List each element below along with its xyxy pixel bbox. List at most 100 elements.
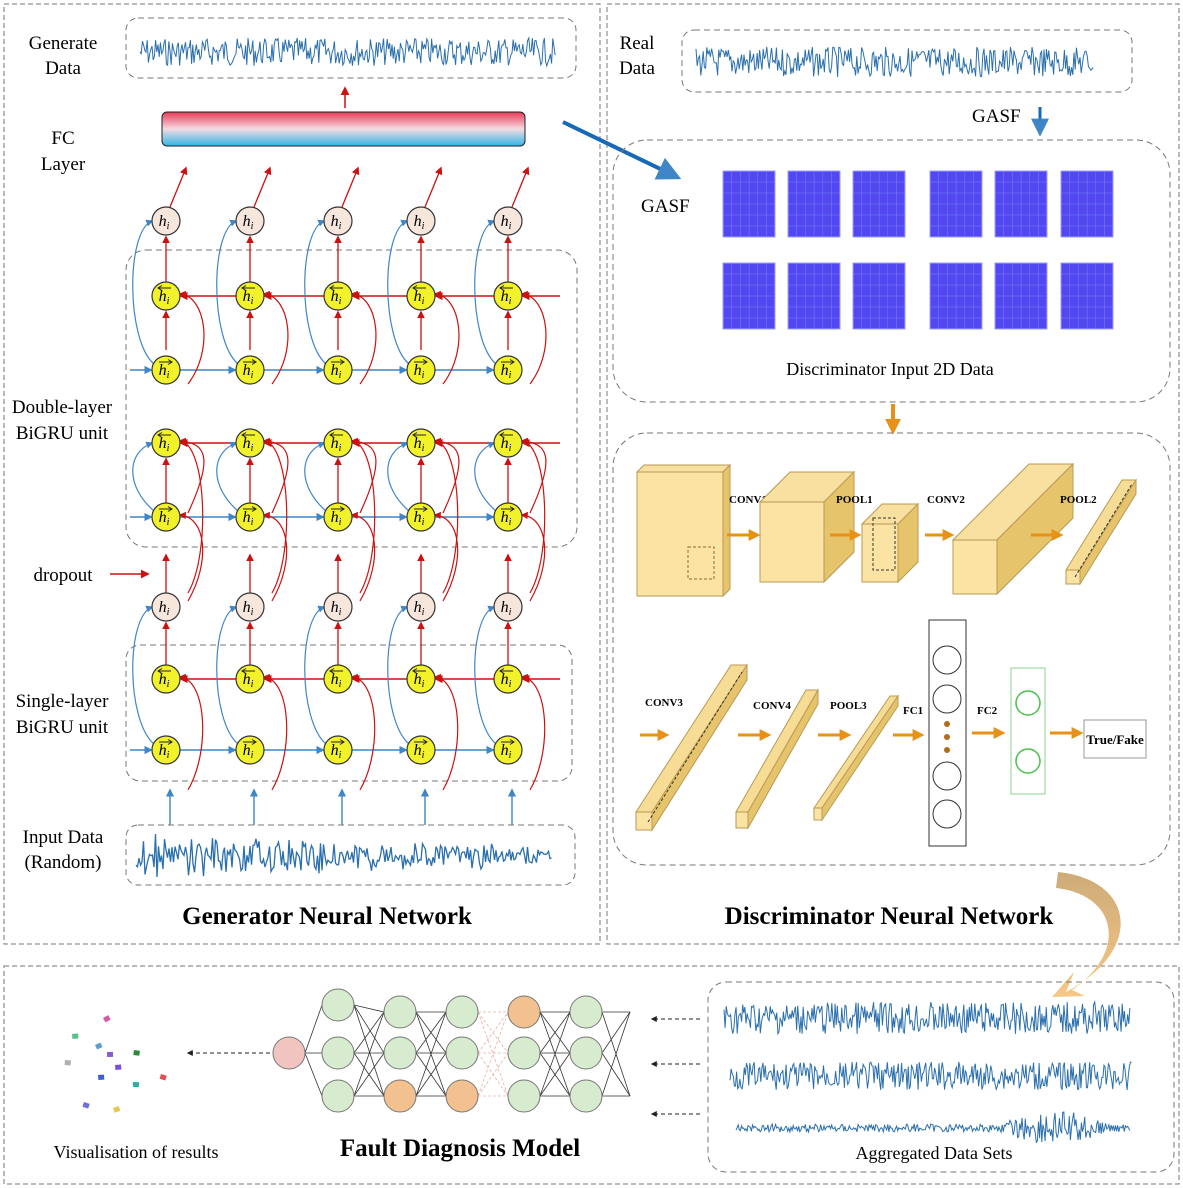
svg-text:hi: hi xyxy=(243,742,254,761)
backward-gru-node: hi xyxy=(406,664,436,694)
input-signal xyxy=(135,833,552,878)
skip-arrow xyxy=(262,673,288,791)
fc-layer-bar xyxy=(161,111,526,147)
fault-diagnosis-network xyxy=(272,988,631,1113)
transfer-curve-arrow xyxy=(1052,872,1121,997)
gasf-tile xyxy=(722,262,776,330)
gasf-tile xyxy=(929,170,983,238)
output-arrow xyxy=(424,166,443,208)
skip-arrow xyxy=(178,437,204,594)
hidden-state-node: hi xyxy=(493,206,523,236)
hidden-state-node: hi xyxy=(235,592,265,622)
backward-gru-node: hi xyxy=(151,664,181,694)
cluster-point xyxy=(113,1106,121,1113)
aggregated-caption: Aggregated Data Sets xyxy=(856,1143,1013,1163)
generator-title: Generator Neural Network xyxy=(182,903,472,930)
connection xyxy=(477,1052,509,1097)
skip-arrow xyxy=(520,511,546,602)
output-arrow xyxy=(341,166,360,208)
forward-gru-node: hi xyxy=(235,502,265,532)
skip-arrow xyxy=(262,437,288,594)
skip-arrow xyxy=(520,290,547,385)
cluster-point xyxy=(64,1060,71,1066)
gasf-tile xyxy=(722,170,776,238)
pool1-block xyxy=(860,502,920,584)
neuron xyxy=(445,995,479,1029)
neuron xyxy=(383,995,417,1029)
svg-text:hi: hi xyxy=(159,362,170,381)
skip-arrow xyxy=(433,511,459,602)
forward-gru-node: hi xyxy=(323,502,353,532)
output-label: True/Fake xyxy=(1086,732,1144,747)
skip-arrow xyxy=(216,219,239,365)
pool1-label: POOL1 xyxy=(836,494,873,506)
svg-text:hi: hi xyxy=(159,742,170,761)
backward-gru-node: hi xyxy=(323,281,353,311)
svg-text:hi: hi xyxy=(243,509,254,528)
backward-gru-node: hi xyxy=(323,664,353,694)
cluster-point xyxy=(102,1015,111,1023)
svg-text:hi: hi xyxy=(414,288,425,307)
discriminator-title: Discriminator Neural Network xyxy=(725,903,1054,930)
input-data-box xyxy=(125,824,576,886)
gasf-arrow-label: GASF xyxy=(972,106,1021,127)
forward-gru-node: hi xyxy=(493,355,523,385)
skip-arrow xyxy=(433,437,460,514)
neuron xyxy=(507,1036,541,1070)
gasf-tile xyxy=(929,262,983,330)
neuron xyxy=(507,1079,541,1113)
conv1-block xyxy=(758,470,856,584)
output-arrow xyxy=(511,166,530,208)
output-box: True/Fake xyxy=(1083,719,1147,759)
generator-panel xyxy=(3,3,601,945)
connection xyxy=(539,1011,571,1054)
fc2-neuron xyxy=(1015,748,1041,774)
svg-text:hi: hi xyxy=(501,362,512,381)
neuron xyxy=(321,988,355,1022)
svg-text:hi: hi xyxy=(331,362,342,381)
gasf-box xyxy=(612,139,1171,403)
skip-arrow xyxy=(520,437,547,514)
skip-arrow xyxy=(132,605,155,745)
connection xyxy=(539,1011,571,1097)
svg-text:hi: hi xyxy=(501,509,512,528)
backward-gru-node: hi xyxy=(493,281,523,311)
skip-arrow xyxy=(387,441,410,512)
cnn-box xyxy=(612,432,1171,866)
connection xyxy=(601,1052,631,1097)
neuron xyxy=(569,995,603,1029)
svg-text:hi: hi xyxy=(159,213,170,232)
skip-arrow xyxy=(132,441,155,512)
fc1-neuron xyxy=(932,645,962,675)
connection xyxy=(353,1004,385,1097)
pool2-block xyxy=(1065,478,1137,586)
skip-arrow xyxy=(216,605,239,745)
svg-text:hi: hi xyxy=(331,509,342,528)
pool3-label: POOL3 xyxy=(830,700,867,712)
forward-gru-node: hi xyxy=(151,502,181,532)
fc1-neuron xyxy=(932,684,962,714)
svg-text:hi: hi xyxy=(159,599,170,618)
fault-title: Fault Diagnosis Model xyxy=(340,1135,580,1162)
output-arrow xyxy=(253,166,272,208)
connection xyxy=(415,1011,447,1054)
fc2-label: FC2 xyxy=(977,705,998,717)
input-data-label: Input Data(Random) xyxy=(23,827,104,873)
backward-gru-node: hi xyxy=(323,428,353,458)
gasf-tile xyxy=(994,262,1048,330)
svg-text:hi: hi xyxy=(414,599,425,618)
gasf-images xyxy=(722,170,1114,330)
output-arrow xyxy=(169,166,188,208)
svg-text:hi: hi xyxy=(414,671,425,690)
signal-trace xyxy=(139,36,556,68)
svg-text:hi: hi xyxy=(159,435,170,454)
fc1-neuron xyxy=(932,761,962,791)
svg-text:hi: hi xyxy=(501,671,512,690)
connection xyxy=(353,1004,385,1013)
cluster-point xyxy=(132,1082,139,1088)
connection xyxy=(477,1011,509,1054)
real-signal xyxy=(695,46,1094,78)
skip-arrow xyxy=(350,437,377,514)
